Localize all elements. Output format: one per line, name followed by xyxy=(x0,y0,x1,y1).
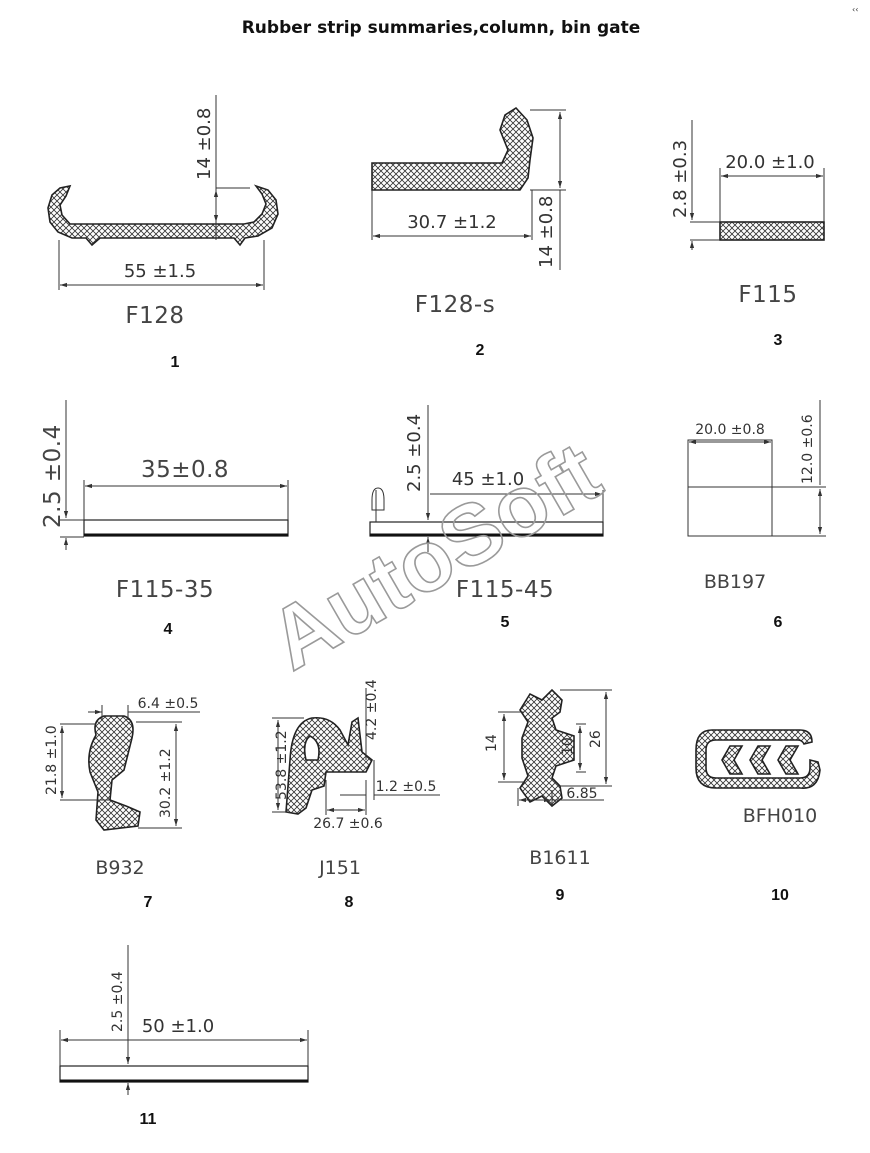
dim-f128-height: 14 ±0.8 xyxy=(194,108,215,180)
strip-item-1: 14 ±0.8 55 ±1.5 F128 1 xyxy=(47,95,279,371)
item-number-11: 11 xyxy=(140,1111,157,1128)
item-number-3: 3 xyxy=(774,332,783,349)
code-j151: J151 xyxy=(318,857,361,879)
item-number-9: 9 xyxy=(556,887,565,904)
corner-mark: ‹‹ xyxy=(852,5,858,14)
dim-bb197-width: 20.0 ±0.8 xyxy=(695,422,765,438)
profile-f128s xyxy=(371,106,534,191)
dim-j151-height: 53.8 ±1.2 xyxy=(274,730,290,800)
code-bfh010: BFH010 xyxy=(743,805,818,827)
item-number-7: 7 xyxy=(144,894,153,911)
dim-f115-35-width: 35±0.8 xyxy=(141,457,229,483)
dim-b932-top: 6.4 ±0.5 xyxy=(138,696,199,712)
profile-bfh010 xyxy=(695,729,821,789)
strip-item-9: 14 10 26 6.85 B1611 9 xyxy=(484,688,612,904)
item-number-2: 2 xyxy=(476,342,485,359)
dim-f115-45-width: 45 ±1.0 xyxy=(452,469,524,490)
dim-f128s-height: 14 ±0.8 xyxy=(536,196,557,268)
profile-bb197 xyxy=(687,439,773,537)
dim-b932-right: 30.2 ±1.2 xyxy=(158,748,174,818)
profile-b1611 xyxy=(519,688,575,808)
dim-j151-top: 4.2 ±0.4 xyxy=(364,679,380,740)
dim-f115-35-thickness: 2.5 ±0.4 xyxy=(40,424,66,528)
dim-j151-gap: 1.2 ±0.5 xyxy=(376,779,437,795)
dim-item11-width: 50 ±1.0 xyxy=(142,1016,214,1037)
code-b932: B932 xyxy=(95,857,144,879)
strip-item-11: 2.5 ±0.4 50 ±1.0 11 xyxy=(59,945,309,1128)
strip-item-2: 30.7 ±1.2 14 ±0.8 F128-s 2 xyxy=(371,106,566,359)
dim-b1611-left: 14 xyxy=(484,734,500,752)
strip-item-10: BFH010 10 xyxy=(695,729,821,904)
dim-item11-thickness: 2.5 ±0.4 xyxy=(110,971,126,1032)
strip-item-6: 20.0 ±0.8 12.0 ±0.6 BB197 6 xyxy=(687,400,826,631)
dim-f128-width: 55 ±1.5 xyxy=(124,261,196,282)
dim-b1611-base: 6.85 xyxy=(566,786,597,802)
dim-f115-thickness: 2.8 ±0.3 xyxy=(670,140,691,218)
item-number-6: 6 xyxy=(774,614,783,631)
strip-item-8: 53.8 ±1.2 4.2 ±0.4 1.2 ±0.5 26.7 ±0.6 J1… xyxy=(272,679,440,911)
strip-item-7: 6.4 ±0.5 21.8 ±1.0 30.2 ±1.2 B932 7 xyxy=(44,696,200,911)
dim-b1611-inner: 10 xyxy=(560,737,576,755)
code-f128s: F128-s xyxy=(415,292,495,318)
dim-f115-45-thickness: 2.5 ±0.4 xyxy=(404,414,425,492)
dim-b1611-height: 26 xyxy=(588,730,604,748)
page-title: Rubber strip summaries,column, bin gate xyxy=(242,18,641,38)
item-number-4: 4 xyxy=(164,621,173,638)
code-f115-45: F115-45 xyxy=(456,577,554,603)
strip-item-3: 20.0 ±1.0 2.8 ±0.3 F115 3 xyxy=(670,120,825,349)
code-f115-35: F115-35 xyxy=(116,577,214,603)
item-number-5: 5 xyxy=(501,614,510,631)
item-number-1: 1 xyxy=(171,354,180,371)
watermark-autosoft: AutoSoft xyxy=(254,424,616,689)
strip-item-4: 35±0.8 2.5 ±0.4 F115-35 4 xyxy=(40,400,289,638)
dim-f115-width: 20.0 ±1.0 xyxy=(725,152,815,173)
code-b1611: B1611 xyxy=(529,847,590,869)
dim-b932-left: 21.8 ±1.0 xyxy=(44,725,60,795)
code-bb197: BB197 xyxy=(704,571,766,593)
code-f115: F115 xyxy=(738,282,797,308)
dim-j151-base: 26.7 ±0.6 xyxy=(313,816,383,832)
code-f128: F128 xyxy=(125,303,184,329)
item-number-8: 8 xyxy=(345,894,354,911)
profile-j151 xyxy=(285,716,374,815)
strip-item-5: 45 ±1.0 2.5 ±0.4 F115-45 5 xyxy=(369,405,604,631)
profile-f128 xyxy=(47,184,279,247)
profile-f115 xyxy=(719,221,825,241)
dim-f128s-width: 30.7 ±1.2 xyxy=(407,212,497,233)
profile-b932 xyxy=(88,715,141,831)
item-number-10: 10 xyxy=(771,887,789,904)
dim-bb197-height: 12.0 ±0.6 xyxy=(800,414,816,484)
